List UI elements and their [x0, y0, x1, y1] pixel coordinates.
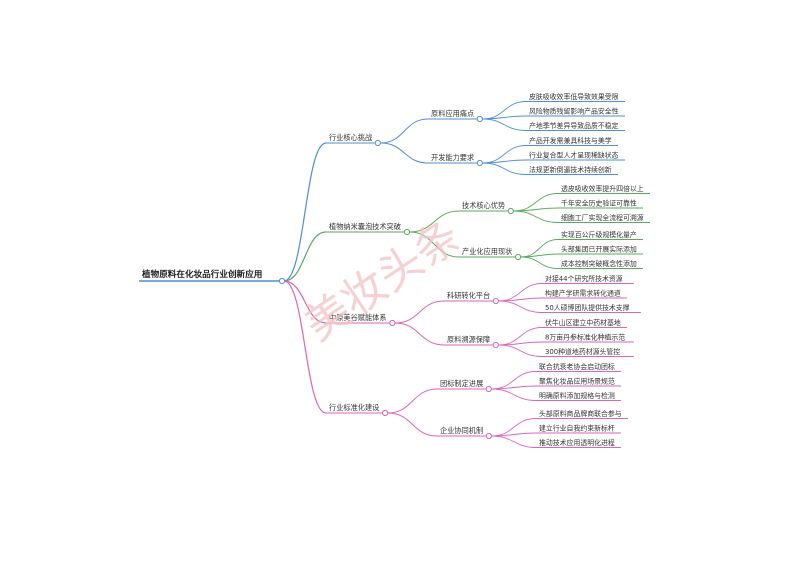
connector-line — [409, 210, 460, 233]
leaf-topic: 头部原料商品牌商联合参与 — [539, 409, 622, 418]
subtopic: 技术核心优势 — [462, 201, 505, 210]
expand-knob[interactable] — [476, 159, 483, 167]
connector-line — [498, 297, 543, 302]
connector-line — [491, 388, 537, 401]
connector-line — [482, 159, 527, 164]
subtopic: 原料溯源保障 — [447, 335, 490, 344]
leaf-topic: 千年安全历史验证可靠性 — [561, 199, 637, 208]
connector-line — [395, 322, 445, 346]
leaf-topic: 产地季节差异导致品质不稳定 — [529, 121, 619, 130]
leaf-topic: 成本控制突破概念性添加 — [561, 259, 637, 268]
connector-line — [521, 256, 559, 269]
expand-knob[interactable] — [485, 432, 492, 440]
connector-line — [409, 231, 460, 258]
leaf-topic: 建立行业自我约束新标杆 — [539, 424, 615, 433]
expand-knob[interactable] — [492, 297, 499, 305]
connector-line — [498, 341, 543, 346]
leaf-topic: 对接44个研究所技术资源 — [545, 274, 623, 283]
leaf-topic: 推动技术应用透明化进程 — [539, 438, 615, 447]
leaf-topic: 300种道地药材源头管控 — [545, 347, 620, 356]
leaf-topic: 头部集团已开展实际添加 — [561, 245, 637, 254]
leaf-topic: 法规更新倒逼技术持续创新 — [529, 165, 612, 174]
expand-knob[interactable] — [507, 207, 514, 215]
root-topic: 植物原料在化妆品行业创新应用 — [141, 268, 262, 280]
leaf-topic: 风险物质残留影响产品安全性 — [529, 107, 619, 116]
connector-line — [482, 162, 527, 175]
expand-knob[interactable] — [492, 341, 499, 349]
leaf-topic: 伏牛山区建立中药材基地 — [545, 318, 621, 327]
leaf-topic: 产品开发需兼具科技与美学 — [529, 136, 612, 145]
expand-knob[interactable] — [485, 385, 492, 393]
connector-line — [380, 118, 429, 144]
leaf-topic: 构建产学研需求转化通道 — [545, 289, 621, 298]
mind-map-nodes: 植物原料在化妆品行业创新应用 行业核心挑战 原料应用痛点 皮肤吸收效率低导致效果受限风… — [141, 92, 644, 447]
leaf-topic: 透皮吸收效率提升四倍以上 — [561, 184, 644, 193]
leaf-topic: 8万亩丹参标准化种植示范 — [545, 333, 625, 342]
connector-line — [513, 207, 559, 212]
connector-line — [388, 388, 438, 414]
connector-lines — [139, 101, 650, 448]
subtopic: 原料应用痛点 — [431, 109, 474, 118]
subtopic: 产业化应用现状 — [462, 247, 512, 256]
leaf-topic: 实现百公斤级规模化量产 — [561, 230, 637, 239]
expand-knob[interactable] — [403, 228, 411, 236]
connector-line — [283, 142, 327, 282]
connector-line — [491, 435, 537, 448]
leaf-topic: 行业复合型人才呈现稀缺状态 — [529, 151, 619, 160]
connector-line — [482, 118, 527, 131]
branch-topic: 行业核心挑战 — [329, 133, 372, 142]
leaf-topic: 皮肤吸收效率低导致效果受限 — [529, 92, 619, 101]
branch-topic: 行业标准化建设 — [329, 403, 379, 412]
expand-knob[interactable] — [382, 409, 389, 417]
subtopic: 企业协同机制 — [440, 426, 483, 435]
connector-line — [498, 344, 543, 357]
connector-line — [283, 280, 327, 414]
expand-knob[interactable] — [515, 253, 522, 261]
expand-knob[interactable] — [278, 277, 286, 285]
connector-line — [388, 412, 438, 437]
leaf-topic: 50人硕博团队提供技术支撑 — [545, 303, 630, 312]
connector-line — [491, 432, 537, 437]
leaf-topic: 聚焦化妆品应用场景规范 — [539, 377, 615, 386]
connector-line — [491, 385, 537, 390]
leaf-topic: 细胞工厂实现全流程可溯源 — [561, 213, 644, 222]
subtopic: 科研转化平台 — [447, 291, 490, 300]
subtopic: 开发能力要求 — [431, 153, 474, 162]
connector-line — [395, 300, 445, 324]
leaf-topic: 明确原料添加规格与检测 — [539, 391, 615, 400]
connector-line — [482, 115, 527, 120]
connector-line — [380, 142, 429, 164]
branch-topic: 中原美谷赋能体系 — [329, 313, 387, 322]
expand-knob[interactable] — [476, 115, 483, 123]
subtopic: 团标制定进展 — [440, 379, 483, 388]
connector-line — [521, 253, 559, 258]
connector-line — [513, 210, 559, 223]
connector-line — [283, 280, 327, 324]
connector-line — [283, 231, 327, 282]
leaf-topic: 联合抗衰老协会启动团标 — [539, 362, 615, 371]
expand-knob[interactable] — [374, 139, 381, 147]
expand-knob[interactable] — [389, 319, 396, 327]
connector-line — [498, 300, 543, 313]
branch-topic: 植物纳米囊泡技术突破 — [329, 222, 401, 231]
